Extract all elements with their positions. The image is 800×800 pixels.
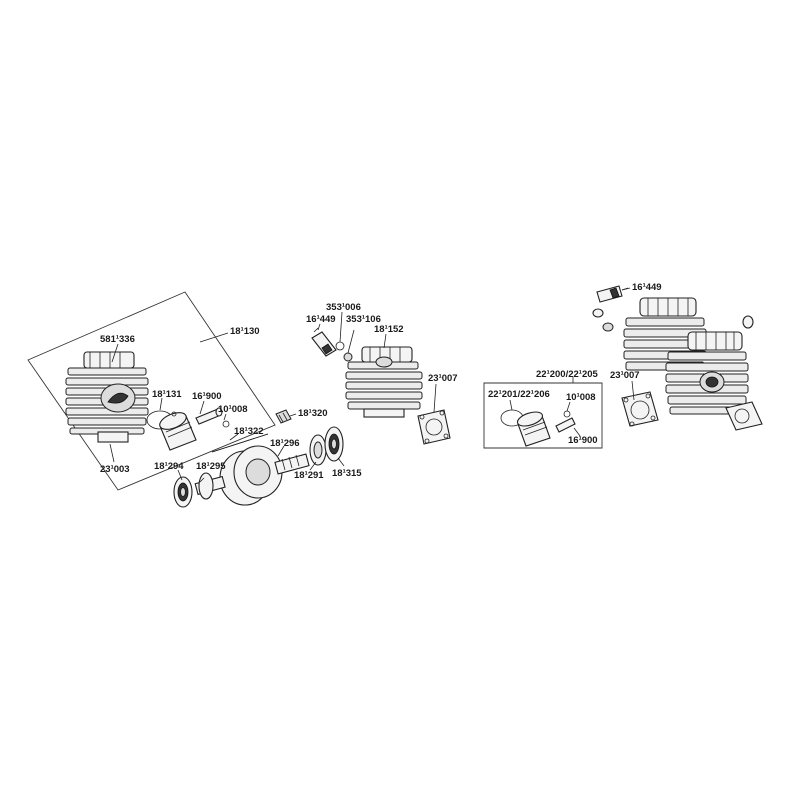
label-18131: 18¹131 — [152, 389, 182, 400]
label-18320: 18¹320 — [298, 408, 328, 419]
label-18315: 18¹315 — [332, 468, 362, 479]
piston-pin-right — [555, 417, 576, 433]
piston-left — [159, 412, 197, 451]
leader-lines — [109, 287, 635, 483]
label-18295: 18¹295 — [196, 461, 226, 472]
label-18294: 18¹294 — [154, 461, 184, 472]
label-23007-right: 23¹007 — [610, 370, 640, 381]
cylinder-middle — [345, 346, 423, 418]
needle-bearing — [275, 409, 292, 424]
oil-seal-right — [324, 426, 344, 462]
cylinder-head-gasket-middle — [417, 409, 451, 445]
spark-plug-right — [596, 285, 631, 303]
label-16449-right: 16¹449 — [632, 282, 662, 293]
spark-plug-middle — [311, 327, 337, 357]
label-23003: 23¹003 — [100, 464, 130, 475]
label-18291: 18¹291 — [294, 470, 324, 481]
label-23007-middle: 23¹007 — [428, 373, 458, 384]
kit-frame-right — [483, 382, 603, 449]
cylinder-right-front — [665, 331, 749, 415]
label-18296: 18¹296 — [270, 438, 300, 449]
cylinder-head-gasket-right — [621, 391, 659, 427]
label-10008-left: 10¹008 — [218, 404, 248, 415]
label-22201-22206: 22¹201/22¹206 — [488, 389, 550, 400]
washer-353006 — [335, 341, 345, 351]
label-16449-middle: 16¹449 — [306, 314, 336, 325]
bearing-right-crank — [309, 434, 327, 466]
label-353106: 353¹106 — [346, 314, 381, 325]
label-18130: 18¹130 — [230, 326, 260, 337]
label-18322: 18¹322 — [234, 426, 264, 437]
oil-seal-left — [173, 476, 193, 508]
nut-right-c — [742, 315, 754, 329]
label-581336: 581¹336 — [100, 334, 135, 345]
cylinder-base-gasket-right — [725, 401, 763, 431]
label-16900-right: 16¹900 — [568, 435, 598, 446]
part-labels: 581¹336 18¹130 18¹131 16¹900 10¹008 23¹0… — [100, 282, 662, 481]
circlip-left — [171, 411, 230, 428]
label-353006: 353¹006 — [326, 302, 361, 313]
piston-right — [516, 411, 551, 447]
circlip-right — [563, 410, 571, 418]
nut-353106 — [343, 352, 353, 362]
nut-right-b — [602, 322, 614, 332]
cylinder-left — [65, 351, 149, 443]
piston-pin-left — [195, 407, 223, 425]
bearing-left-crank — [198, 472, 214, 500]
nut-right-a — [592, 308, 604, 318]
label-18152: 18¹152 — [374, 324, 404, 335]
label-16900-left: 16¹900 — [192, 391, 222, 402]
label-10008-right: 10¹008 — [566, 392, 596, 403]
crankshaft — [194, 433, 310, 506]
label-22200-22205: 22¹200/22¹205 — [536, 369, 599, 380]
kit-frame-left — [27, 291, 276, 491]
